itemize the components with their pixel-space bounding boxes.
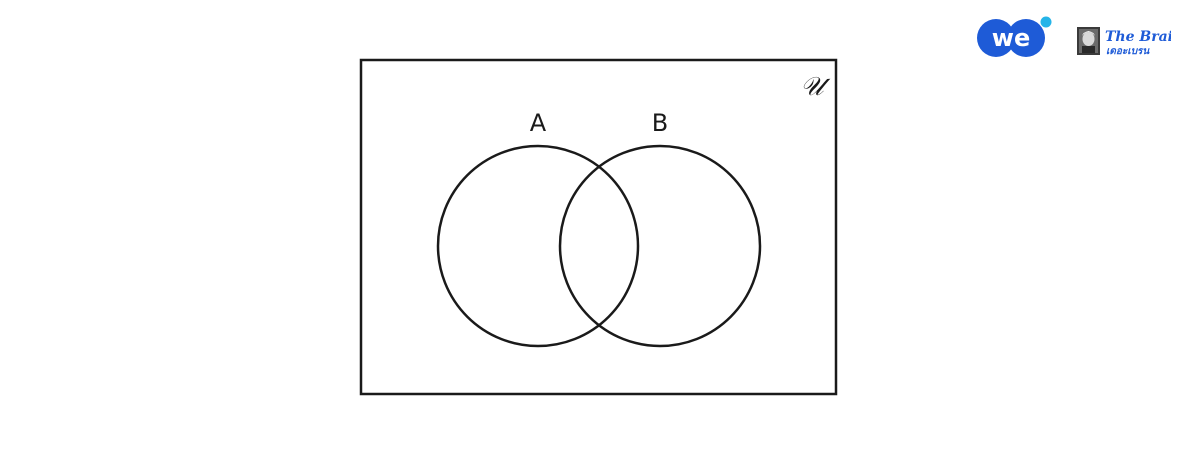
set-a-label: A (530, 109, 547, 137)
we-logo: we (977, 16, 1052, 57)
the-brain-logo: The Brain เดอะเบรน (1077, 27, 1171, 57)
we-logo-circle-right (1007, 19, 1045, 57)
we-logo-circle-left (977, 19, 1015, 57)
we-logo-dot (1040, 16, 1052, 28)
the-brain-subtitle: เดอะเบรน (1106, 46, 1150, 57)
set-b-circle (558, 144, 762, 348)
universe-label: 𝒰 (800, 72, 831, 102)
set-b-label: B (652, 109, 668, 137)
the-brain-portrait-body (1082, 46, 1095, 53)
set-a-circle (436, 144, 640, 348)
the-brain-portrait-face (1082, 32, 1095, 46)
the-brain-portrait-hair (1082, 31, 1095, 36)
we-logo-text: we (992, 24, 1030, 52)
universe-rectangle (359, 58, 838, 396)
the-brain-title: The Brain (1105, 29, 1171, 45)
